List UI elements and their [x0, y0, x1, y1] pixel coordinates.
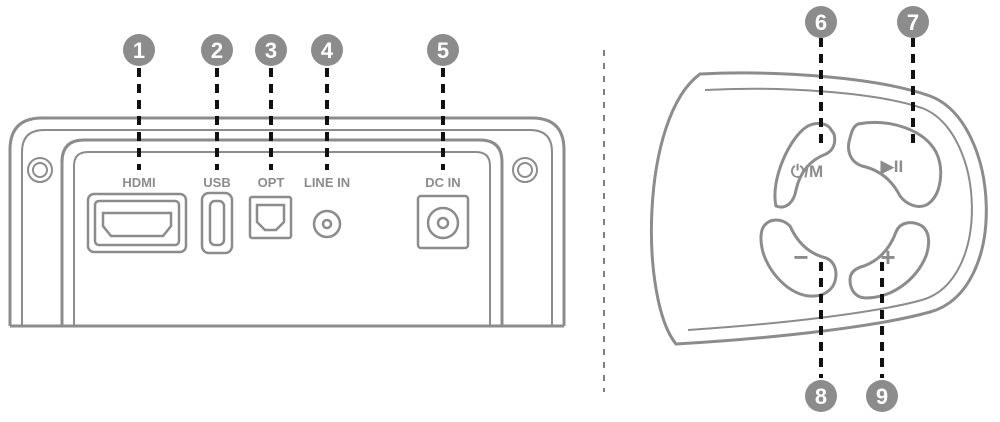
svg-text:4: 4 — [321, 38, 334, 63]
volume-down-button[interactable] — [759, 218, 838, 298]
svg-text:5: 5 — [437, 38, 449, 63]
callout-5: 5 — [427, 34, 459, 66]
control-housing-inner — [687, 87, 973, 331]
callout-4: 4 — [311, 34, 343, 66]
control-housing-outer — [649, 71, 988, 346]
play-pause-button[interactable] — [847, 120, 943, 208]
screw-right-icon — [512, 157, 538, 183]
usb-port-icon — [200, 191, 234, 255]
volume-up-icon: + — [880, 242, 895, 272]
play-pause-icon: ▶II — [880, 157, 904, 176]
volume-up-button[interactable] — [848, 221, 931, 300]
screw-left-icon — [27, 157, 53, 183]
svg-text:2: 2 — [211, 38, 223, 63]
line-in-jack-icon — [312, 209, 342, 239]
callout-6: 6 — [805, 6, 837, 38]
callout-9: 9 — [866, 380, 898, 412]
svg-text:1: 1 — [133, 38, 145, 63]
svg-text:6: 6 — [815, 10, 827, 35]
svg-text:3: 3 — [265, 38, 277, 63]
opt-label: OPT — [258, 175, 285, 190]
svg-text:9: 9 — [876, 384, 888, 409]
control-panel — [649, 71, 988, 346]
power-mode-button[interactable] — [773, 122, 837, 209]
callout-8: 8 — [805, 380, 837, 412]
svg-text:7: 7 — [907, 10, 919, 35]
line-in-label: LINE IN — [304, 175, 350, 190]
rear-housing-inner — [21, 129, 553, 326]
port-bay — [60, 138, 504, 326]
callout-1: 1 — [123, 34, 155, 66]
hdmi-label: HDMI — [122, 175, 155, 190]
power-mode-icon: ⏻/M — [791, 162, 823, 181]
hdmi-port-icon — [86, 192, 188, 254]
rear-panel — [8, 116, 566, 328]
usb-label: USB — [203, 175, 230, 190]
callout-7: 7 — [897, 6, 929, 38]
rear-housing-outer — [8, 116, 566, 326]
dc-in-label: DC IN — [425, 175, 460, 190]
callout-2: 2 — [201, 34, 233, 66]
volume-down-icon: − — [793, 242, 808, 272]
callout-3: 3 — [255, 34, 287, 66]
svg-text:8: 8 — [815, 384, 827, 409]
dc-in-jack-icon — [416, 194, 470, 250]
port-bay-inner — [73, 151, 491, 326]
optical-port-icon — [248, 195, 293, 240]
